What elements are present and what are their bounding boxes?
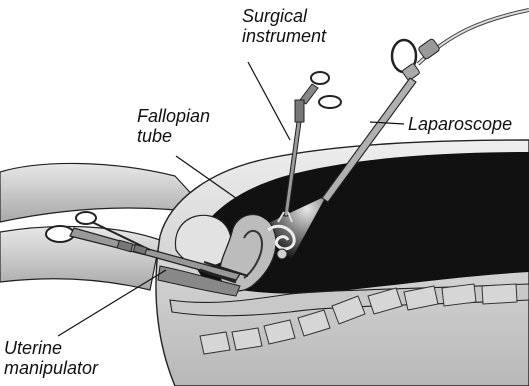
ovary: [277, 249, 287, 259]
label-fallopian-tube: Fallopian tube: [137, 106, 210, 146]
label-surgical-instrument: Surgical instrument: [242, 6, 326, 46]
label-uterine-manipulator: Uterine manipulator: [4, 338, 98, 378]
label-laparoscope: Laparoscope: [408, 114, 512, 134]
